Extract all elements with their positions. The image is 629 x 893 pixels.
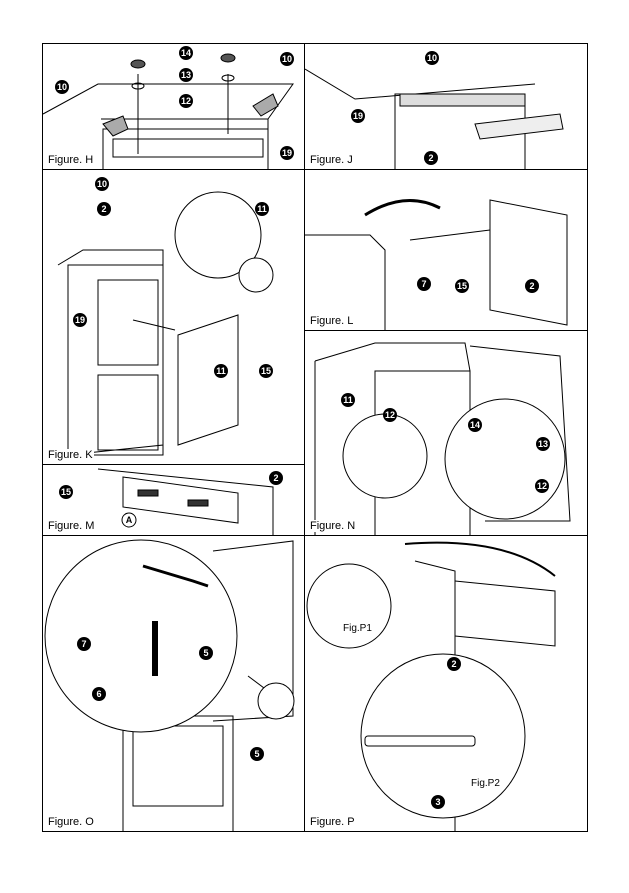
figure-h-caption: Figure. H xyxy=(47,154,95,166)
figure-p-drawing: 2 3 Fig.P1 Fig.P2 xyxy=(306,541,556,831)
callout-10: 10 xyxy=(425,51,439,65)
svg-text:2: 2 xyxy=(428,153,433,163)
callout-7: 7 xyxy=(417,277,431,291)
figure-m-panel: 15 2 A Figure. M xyxy=(42,464,305,536)
callout-6: 6 xyxy=(92,687,106,701)
callout-2: 2 xyxy=(447,657,461,671)
callout-2: 2 xyxy=(269,471,283,485)
callout-2: 2 xyxy=(97,202,111,216)
figure-k-caption: Figure. K xyxy=(47,449,94,461)
callout-13: 13 xyxy=(536,437,550,451)
callout-15: 15 xyxy=(455,279,469,293)
figure-m-drawing: 15 2 A xyxy=(59,468,283,535)
figure-o-caption: Figure. O xyxy=(47,816,95,828)
svg-text:10: 10 xyxy=(427,53,437,63)
svg-text:15: 15 xyxy=(61,487,71,497)
svg-text:2: 2 xyxy=(273,473,278,483)
svg-text:11: 11 xyxy=(257,204,267,214)
svg-text:6: 6 xyxy=(96,689,101,699)
callout-19: 19 xyxy=(73,313,87,327)
callout-11: 11 xyxy=(341,393,355,407)
svg-text:12: 12 xyxy=(537,481,547,491)
svg-text:2: 2 xyxy=(101,204,106,214)
svg-text:7: 7 xyxy=(81,639,86,649)
svg-text:14: 14 xyxy=(470,420,480,430)
figure-j-panel: 10 19 2 Figure. J xyxy=(304,43,588,170)
callout-5-bottom: 5 xyxy=(250,747,264,761)
callout-15: 15 xyxy=(59,485,73,499)
callout-7: 7 xyxy=(77,637,91,651)
sub-label-p1: Fig.P1 xyxy=(343,623,372,634)
svg-text:10: 10 xyxy=(282,54,292,64)
svg-text:11: 11 xyxy=(216,366,226,376)
svg-text:19: 19 xyxy=(75,315,85,325)
callout-11-top: 11 xyxy=(255,202,269,216)
callout-11-bottom: 11 xyxy=(214,364,228,378)
figure-o-drawing: 7 5 6 5 xyxy=(44,539,295,831)
figure-p-caption: Figure. P xyxy=(309,816,356,828)
figure-o-panel: 7 5 6 5 Figure. O xyxy=(42,535,305,832)
svg-text:2: 2 xyxy=(529,281,534,291)
svg-text:2: 2 xyxy=(451,659,456,669)
sub-label-p2: Fig.P2 xyxy=(471,778,500,789)
svg-text:A: A xyxy=(126,515,133,525)
callout-10-left: 10 xyxy=(55,80,69,94)
callout-14: 14 xyxy=(468,418,482,432)
figure-p-panel: 2 3 Fig.P1 Fig.P2 Figure. P xyxy=(304,535,588,832)
svg-text:19: 19 xyxy=(282,148,292,158)
callout-15: 15 xyxy=(259,364,273,378)
figure-n-caption: Figure. N xyxy=(309,520,357,532)
svg-text:14: 14 xyxy=(181,48,191,58)
svg-text:12: 12 xyxy=(181,96,191,106)
figure-l-caption: Figure. L xyxy=(309,315,355,327)
figure-m-caption: Figure. M xyxy=(47,520,96,532)
callout-12-left: 12 xyxy=(383,408,397,422)
callout-3: 3 xyxy=(431,795,445,809)
svg-text:19: 19 xyxy=(353,111,363,121)
svg-text:3: 3 xyxy=(435,797,440,807)
svg-text:15: 15 xyxy=(261,366,271,376)
callout-19: 19 xyxy=(280,146,294,160)
svg-text:12: 12 xyxy=(385,410,395,420)
svg-text:13: 13 xyxy=(538,439,548,449)
figure-l-drawing: 7 15 2 xyxy=(305,198,568,330)
svg-text:10: 10 xyxy=(97,179,107,189)
svg-text:5: 5 xyxy=(203,648,208,658)
callout-a: A xyxy=(121,512,137,528)
callout-14: 14 xyxy=(179,46,193,60)
svg-text:15: 15 xyxy=(457,281,467,291)
callout-19: 19 xyxy=(351,109,365,123)
figure-n-drawing: 11 12 14 13 12 xyxy=(314,342,571,535)
svg-text:13: 13 xyxy=(181,70,191,80)
figure-h-drawing: 14 13 12 10 10 19 xyxy=(43,46,294,169)
figure-l-panel: 7 15 2 Figure. L xyxy=(304,169,588,331)
callout-13: 13 xyxy=(179,68,193,82)
figure-k-drawing: 10 2 11 19 11 15 xyxy=(57,177,274,456)
svg-text:7: 7 xyxy=(421,279,426,289)
callout-12-right: 12 xyxy=(535,479,549,493)
callout-5-top: 5 xyxy=(199,646,213,660)
callout-10: 10 xyxy=(95,177,109,191)
callout-10-right: 10 xyxy=(280,52,294,66)
svg-text:11: 11 xyxy=(343,395,353,405)
svg-text:5: 5 xyxy=(254,749,259,759)
callout-2: 2 xyxy=(525,279,539,293)
figure-n-panel: 11 12 14 13 12 Figure. N xyxy=(304,330,588,536)
callout-2: 2 xyxy=(424,151,438,165)
callout-12: 12 xyxy=(179,94,193,108)
figure-j-caption: Figure. J xyxy=(309,154,354,166)
figure-h-panel: 14 13 12 10 10 19 Figure. H xyxy=(42,43,305,170)
figure-k-panel: 10 2 11 19 11 15 Figure. K xyxy=(42,169,305,465)
figure-j-drawing: 10 19 2 xyxy=(305,51,564,169)
svg-text:10: 10 xyxy=(57,82,67,92)
